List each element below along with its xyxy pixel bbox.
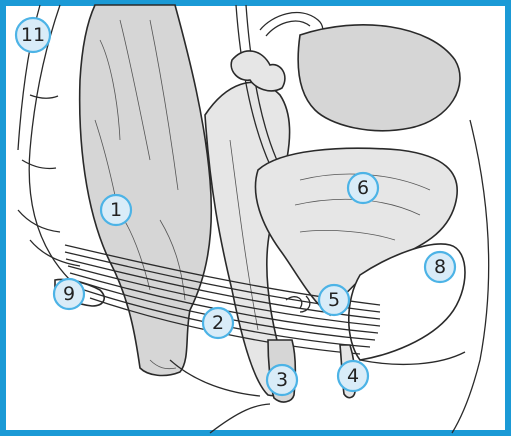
lower-openings xyxy=(170,340,465,433)
callout-5: 5 xyxy=(319,285,349,315)
svg-text:9: 9 xyxy=(63,283,75,305)
svg-text:6: 6 xyxy=(357,177,369,199)
svg-text:3: 3 xyxy=(276,369,288,391)
svg-text:1: 1 xyxy=(110,199,122,221)
svg-text:5: 5 xyxy=(328,289,340,311)
callout-11: 11 xyxy=(16,18,50,52)
callout-3: 3 xyxy=(267,365,297,395)
callout-1: 1 xyxy=(101,195,131,225)
rectum-shape xyxy=(80,5,212,375)
svg-text:4: 4 xyxy=(347,365,359,387)
svg-text:11: 11 xyxy=(21,24,45,46)
callout-9: 9 xyxy=(54,279,84,309)
callout-6: 6 xyxy=(348,173,378,203)
callout-8: 8 xyxy=(425,252,455,282)
svg-text:2: 2 xyxy=(212,312,224,334)
callout-2: 2 xyxy=(203,308,233,338)
callout-4: 4 xyxy=(338,361,368,391)
svg-text:8: 8 xyxy=(434,256,446,278)
